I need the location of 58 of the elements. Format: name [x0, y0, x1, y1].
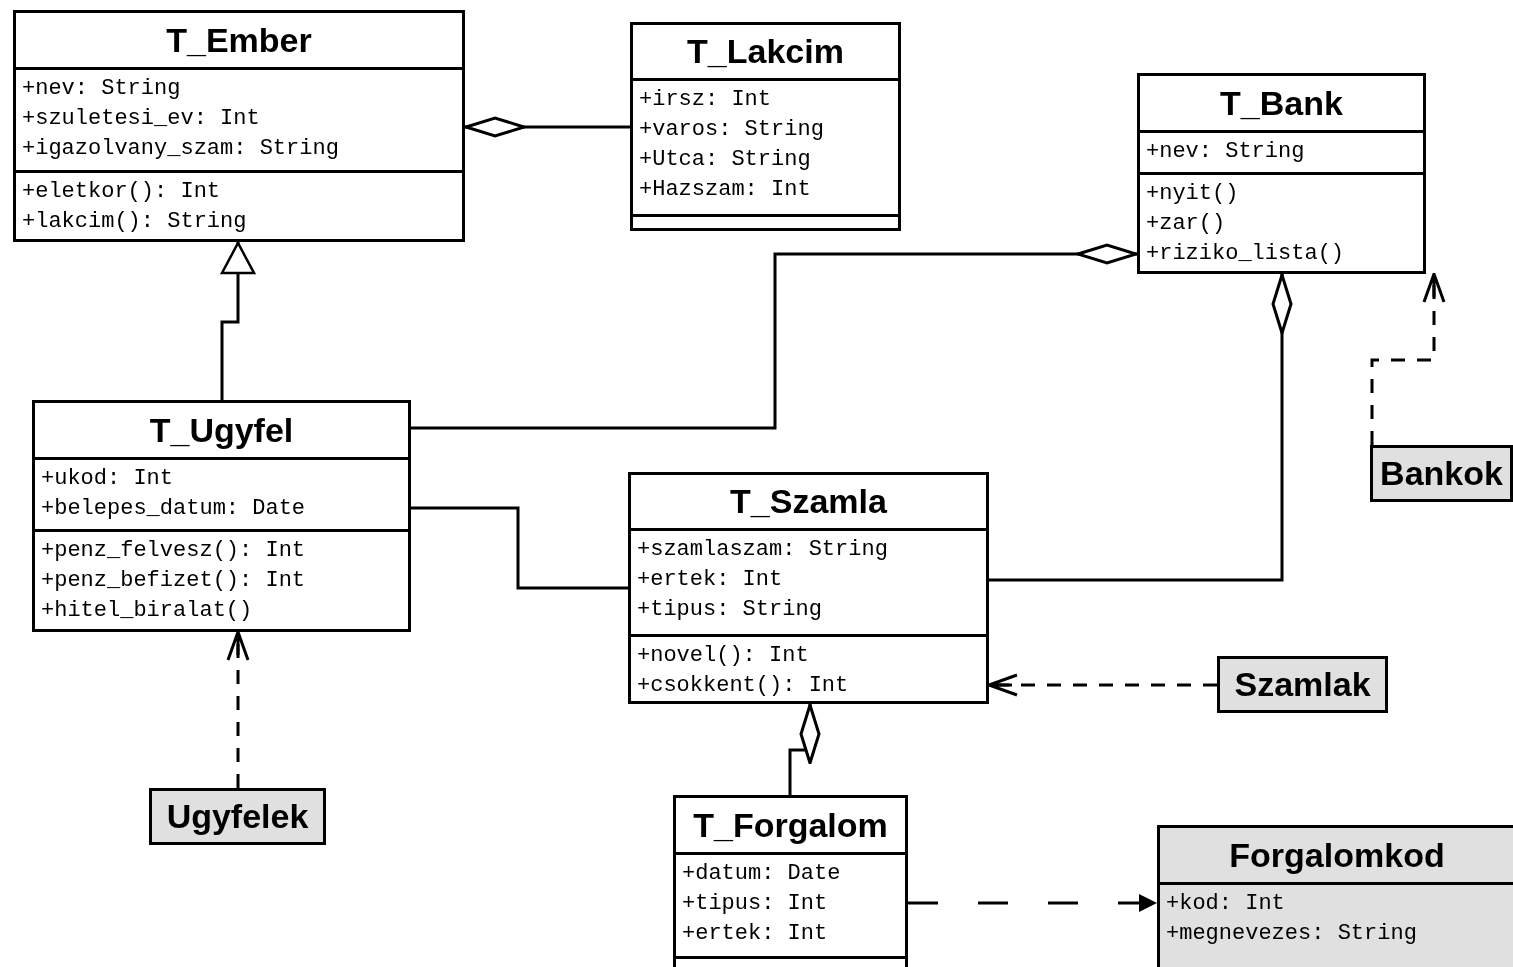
class-box — [673, 795, 908, 967]
class-name: T_Forgalom — [693, 805, 888, 845]
method-text: +novel(): Int — [637, 642, 809, 670]
attribute-text: +ertek: Int — [682, 920, 828, 948]
aggregation-line — [788, 703, 821, 795]
method-text: +eletkor(): Int — [22, 178, 221, 206]
attribute-text: +kod: Int — [1166, 890, 1285, 918]
aggregation-line — [464, 116, 630, 138]
method-text: +zar() — [1146, 210, 1226, 238]
dependency-arrow — [226, 630, 250, 788]
arrow — [908, 894, 1157, 912]
class-box — [630, 22, 901, 231]
attribute-text: +datum: Date — [682, 860, 841, 888]
attribute-text: +belepes_datum: Date — [41, 495, 306, 523]
class-name: Szamlak — [1234, 665, 1371, 704]
dependency-arrow — [987, 673, 1217, 697]
attribute-text: +tipus: String — [637, 596, 822, 624]
note-box — [149, 788, 326, 845]
attribute-text: +Hazszam: Int — [639, 176, 811, 204]
attribute-text: +ukod: Int — [41, 465, 174, 493]
method-text: +csokkent(): Int — [637, 672, 849, 700]
attribute-text: +ertek: Int — [637, 566, 783, 594]
attribute-text: +varos: String — [639, 116, 824, 144]
class-name: Ugyfelek — [166, 797, 309, 836]
attribute-text: +igazolvany_szam: String — [22, 135, 339, 163]
class-name: T_Ember — [166, 20, 312, 60]
method-text: +penz_befizet(): Int — [41, 567, 306, 595]
attribute-text: +nev: String — [22, 75, 181, 103]
class-name: T_Szamla — [730, 482, 887, 521]
class-name: Forgalomkod — [1229, 835, 1445, 875]
class-name: T_Ugyfel — [149, 410, 294, 450]
aggregation-line — [411, 243, 1138, 430]
attribute-text: +szuletesi_ev: Int — [22, 105, 260, 133]
class-box — [628, 472, 989, 704]
attribute-text: +irsz: Int — [639, 86, 772, 114]
attribute-text: +Utca: String — [639, 146, 811, 174]
attribute-text: +nev: String — [1146, 138, 1305, 166]
class-name: T_Lakcim — [687, 32, 844, 71]
note-box — [1370, 445, 1513, 502]
method-text: +lakcim(): String — [22, 208, 247, 236]
class-name: T_Bank — [1220, 83, 1343, 123]
note-box — [1217, 656, 1388, 713]
attribute-text: +szamlaszam: String — [637, 536, 888, 564]
method-text: +nyit() — [1146, 180, 1239, 208]
class-box — [32, 400, 411, 632]
class-box — [13, 10, 465, 242]
inheritance-arrow — [220, 241, 256, 400]
note-box — [1157, 825, 1513, 967]
dependency-arrow — [1370, 272, 1446, 445]
method-text: +riziko_lista() — [1146, 240, 1345, 268]
attribute-text: +megnevezes: String — [1166, 920, 1417, 948]
class-name: Bankok — [1380, 454, 1503, 493]
class-box — [1137, 73, 1426, 274]
method-text: +penz_felvesz(): Int — [41, 537, 306, 565]
aggregation-line — [989, 273, 1293, 582]
attribute-text: +tipus: Int — [682, 890, 828, 918]
association-line — [411, 506, 628, 590]
method-text: +hitel_biralat() — [41, 597, 253, 625]
